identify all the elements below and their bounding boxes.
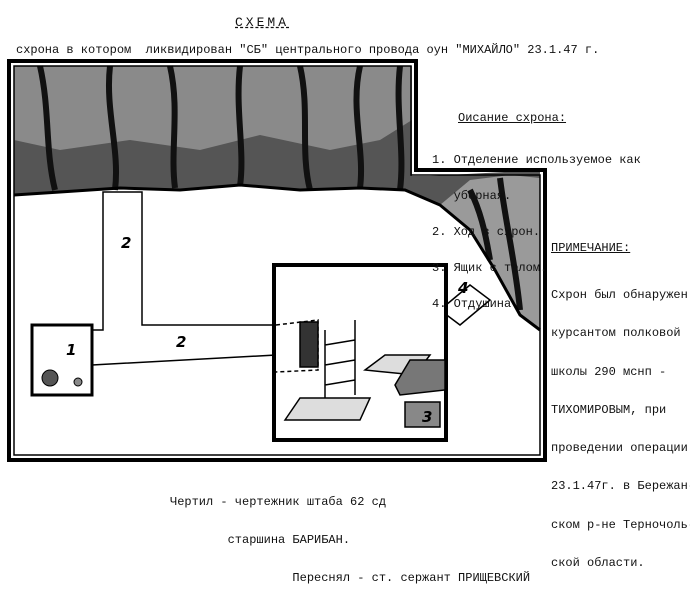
subtitle: схрона в котором ликвидирован "СБ" центр… <box>16 43 600 57</box>
forest <box>13 65 541 332</box>
label-box: 3 <box>422 408 432 426</box>
label-toilet: 1 <box>66 341 76 359</box>
label-passage: 2 <box>176 333 186 351</box>
description-item: 3. Ящик с толом. <box>432 261 548 275</box>
note-line: ском р-не Терночоль- <box>551 517 690 532</box>
description-item: 4. Отдушина <box>432 297 512 311</box>
label-shaft: 2 <box>121 234 131 252</box>
description-heading: Оисание схрона: <box>458 111 567 125</box>
outer-frame <box>7 59 547 462</box>
bunker-diagram: 1 2 2 3 4 <box>7 59 547 462</box>
label-vent: 4 <box>457 279 468 297</box>
toilet-chamber <box>30 323 94 397</box>
diagram-labels: 1 2 2 3 4 <box>66 234 468 426</box>
note-line: курсантом полковой <box>551 326 681 341</box>
credit-line: Чертил - чертежник штаба 62 сд <box>170 495 387 509</box>
note-line: школы 290 мснп - <box>551 364 667 379</box>
note-line: ской области. <box>551 556 645 571</box>
note-line: ТИХОМИРОВЫМ, при <box>551 402 667 417</box>
note-block: ПРИМЕЧАНИЕ: Схрон был обнаружен курсанто… <box>551 218 690 582</box>
note-line: 23.1.47г. в Бережан- <box>551 479 690 494</box>
description-item: 1. Отделение используемое как <box>432 153 641 167</box>
description-item: 2. Ход в схрон. <box>432 225 541 239</box>
note-line: Схрон был обнаружен <box>551 288 688 302</box>
note-heading: ПРИМЕЧАНИЕ: <box>551 241 631 255</box>
room-furniture <box>275 319 446 428</box>
credits-block: Чертил - чертежник штаба 62 сд старшина … <box>170 471 530 597</box>
note-line: проведении операции <box>551 441 688 456</box>
description-block: Оисание схрона: 1. Отделение используемо… <box>432 88 641 322</box>
credit-line: старшина БАРИБАН. <box>170 533 351 547</box>
credit-line: Переснял - ст. сержант ПРИЩЕВСКИЙ <box>170 571 531 585</box>
page-title: СХЕМА <box>235 15 290 30</box>
description-item: уборная. <box>432 189 512 203</box>
